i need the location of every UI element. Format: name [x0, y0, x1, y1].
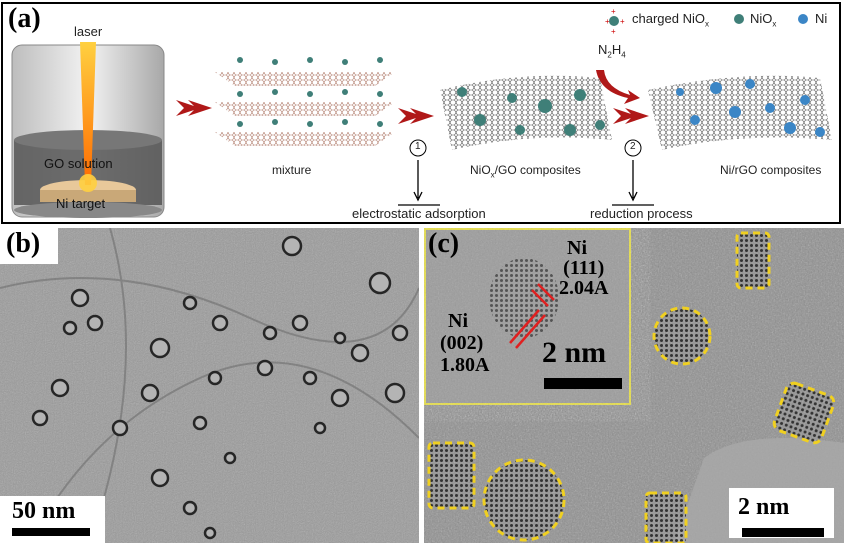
panel-a-label: (a)	[8, 3, 41, 34]
curved-arrow-icon	[596, 70, 640, 104]
reduction-process-label: reduction process	[590, 206, 693, 221]
subscript: x	[704, 19, 709, 29]
panel-a-graphics: ++++	[11, 7, 832, 218]
legend-charged-nio: charged NiOx	[632, 11, 709, 29]
subscript: 4	[621, 50, 626, 60]
d-spacing: 2.04A	[559, 277, 609, 299]
panel-c-label: (c)	[428, 228, 460, 259]
text: /GO composites	[494, 163, 581, 177]
step-1-number: 1	[415, 141, 421, 152]
d-spacing: 1.80A	[440, 354, 490, 376]
text: N	[598, 42, 608, 57]
ni-rgo-composite-sheet	[648, 75, 832, 150]
scale-bar	[742, 528, 824, 537]
electrostatic-adsorption-label: electrostatic adsorption	[352, 206, 486, 221]
text: NiO	[750, 11, 773, 26]
panel-a-schematic	[1, 2, 841, 224]
ni-legend-icon	[798, 14, 808, 24]
legend-nio: NiOx	[750, 11, 776, 29]
text: charged NiO	[632, 11, 705, 26]
nio-legend-icon	[734, 14, 744, 24]
ni-002-annotation: Ni (002) 1.80A	[440, 310, 489, 376]
n2h4-label: N2H4	[598, 42, 626, 60]
inset-scale-label: 2 nm	[542, 336, 607, 369]
scale-bar	[12, 528, 90, 536]
nio-go-composites-label: NiOx/GO composites	[470, 163, 581, 179]
panel-b-scale-label: 50 nm	[12, 498, 76, 524]
svg-text:+: +	[611, 27, 616, 36]
svg-text:+: +	[611, 7, 616, 16]
panel-b-tem-image	[0, 228, 419, 543]
step-2-marker	[624, 139, 642, 157]
subscript: x	[490, 170, 495, 180]
subscript: x	[772, 19, 777, 29]
mixture-label: mixture	[272, 163, 312, 177]
step-1-marker	[409, 139, 427, 157]
arrow-icon	[613, 108, 649, 124]
nanoparticles	[31, 235, 409, 540]
arrow-icon	[398, 108, 434, 124]
text: NiO	[470, 163, 491, 177]
nio-go-composite-sheet	[440, 75, 612, 150]
element: Ni	[448, 310, 468, 332]
charged-nio-icon: ++++	[605, 7, 625, 36]
nanoparticle-highlights	[427, 231, 836, 543]
plane: (111)	[563, 257, 605, 279]
ni-rgo-composites-label: Ni/rGO composites	[720, 163, 822, 177]
inset-hrtem	[424, 228, 631, 405]
panel-c-scale-label: 2 nm	[738, 494, 790, 520]
subscript: 2	[607, 50, 612, 60]
panel-b-label: (b)	[6, 228, 41, 259]
arrow-icon	[176, 100, 212, 116]
svg-text:+: +	[620, 17, 625, 26]
ni-target-label: Ni target	[56, 196, 106, 211]
ni-111-annotation: Ni (111) 2.04A	[559, 238, 608, 298]
lattice-fringe-marks	[509, 283, 555, 349]
laser-label: laser	[74, 24, 103, 39]
go-solution-label: GO solution	[44, 156, 113, 171]
inset-scale-bar	[544, 378, 622, 389]
panel-c-hrtem-image	[424, 228, 844, 543]
mixture-graphene-stack	[215, 57, 395, 146]
step-2-number: 2	[630, 141, 636, 152]
element: Ni	[567, 237, 587, 259]
plane: (002)	[440, 332, 484, 354]
laser-beam	[80, 42, 96, 185]
legend-ni: Ni	[815, 11, 828, 26]
svg-text:+: +	[605, 17, 610, 26]
text: H	[611, 42, 622, 57]
